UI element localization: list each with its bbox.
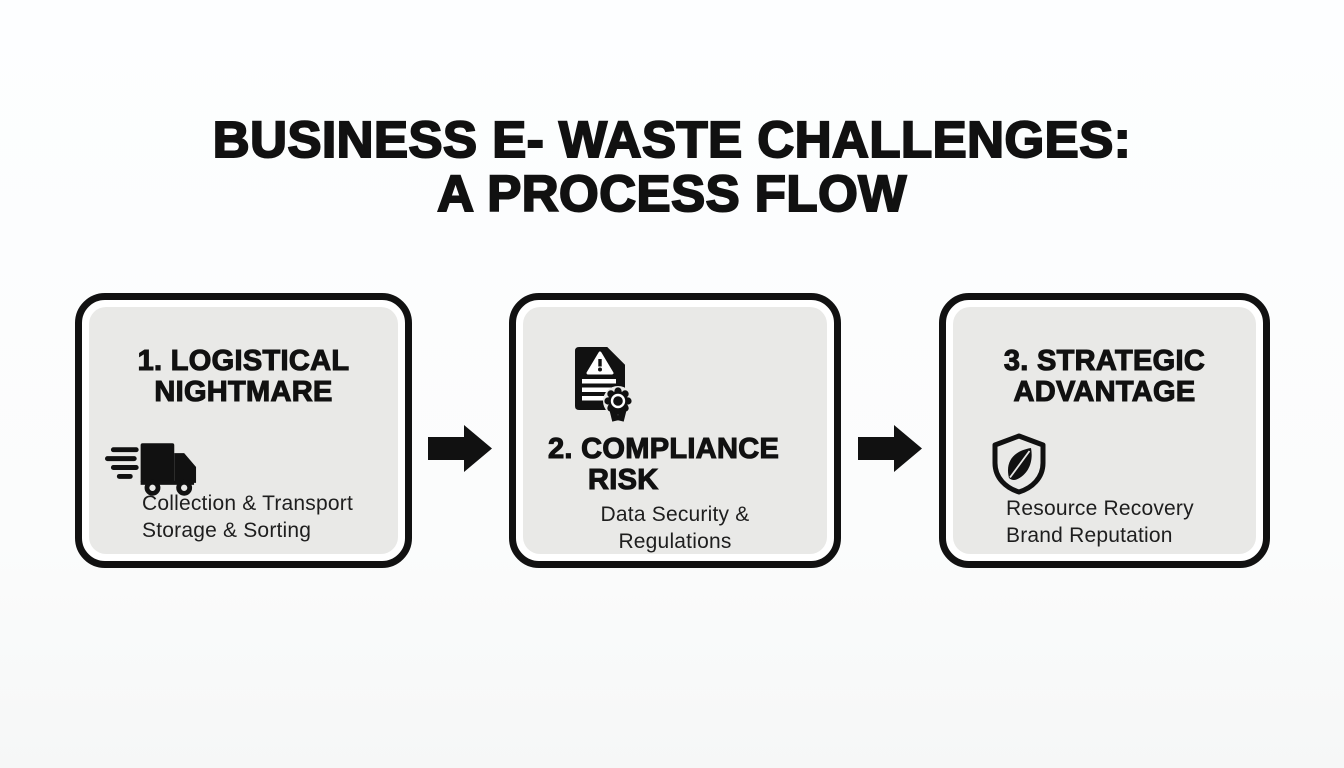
step-title: 3. STRATEGIC ADVANTAGE <box>953 345 1256 408</box>
step-title: 1. LOGISTICAL NIGHTMARE <box>89 345 398 408</box>
step-panel: 2. COMPLIANCE RISK Data Security & Regul… <box>523 307 827 554</box>
step-detail-line1: Data Security & <box>600 503 750 526</box>
step-detail-line1: Resource Recovery <box>1006 497 1194 520</box>
step-title-line1: 1. LOGISTICAL <box>137 345 350 377</box>
page-title-line1: BUSINESS E- WASTE CHALLENGES: <box>212 111 1132 168</box>
step-title-line1: 3. STRATEGIC <box>1003 345 1206 377</box>
step-panel: 1. LOGISTICAL NIGHTMARE Collection & Tra… <box>89 307 398 554</box>
arrow-right-icon <box>428 425 492 472</box>
step-title-line1: 2. COMPLIANCE <box>547 433 780 465</box>
step-title-line2: NIGHTMARE <box>154 376 333 408</box>
arrow-right-icon <box>858 425 922 472</box>
shield-leaf-icon <box>992 433 1046 495</box>
speeding-truck-icon <box>105 443 197 496</box>
step-detail: Data Security & Regulations <box>523 501 827 555</box>
step-title-line2: ADVANTAGE <box>1013 376 1196 408</box>
step-title: 2. COMPLIANCE RISK <box>547 433 827 496</box>
step-detail: Resource Recovery Brand Reputation <box>1006 495 1194 549</box>
page-title: BUSINESS E- WASTE CHALLENGES: A PROCESS … <box>0 111 1344 222</box>
step-detail-line2: Storage & Sorting <box>142 519 312 542</box>
step-panel: 3. STRATEGIC ADVANTAGE Resource Recovery… <box>953 307 1256 554</box>
compliance-document-icon <box>575 346 633 422</box>
step-detail-line2: Brand Reputation <box>1006 524 1173 547</box>
page-title-line2: A PROCESS FLOW <box>436 165 907 222</box>
step-card-compliance-risk: 2. COMPLIANCE RISK Data Security & Regul… <box>509 293 841 568</box>
step-detail-line1: Collection & Transport <box>142 492 353 515</box>
step-title-line2: RISK <box>587 464 659 496</box>
step-card-logistical-nightmare: 1. LOGISTICAL NIGHTMARE Collection & Tra… <box>75 293 412 568</box>
step-card-strategic-advantage: 3. STRATEGIC ADVANTAGE Resource Recovery… <box>939 293 1270 568</box>
step-detail: Collection & Transport Storage & Sorting <box>142 490 353 544</box>
step-detail-line2: Regulations <box>618 530 732 553</box>
